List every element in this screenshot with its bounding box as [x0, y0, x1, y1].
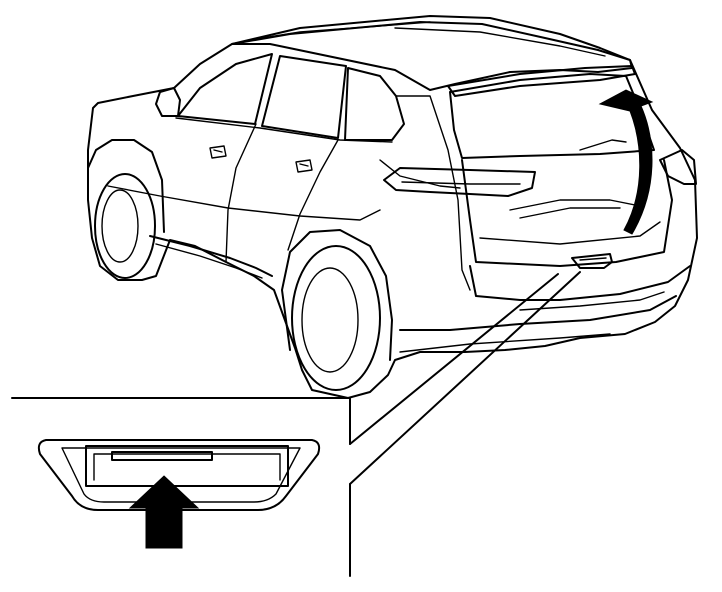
opener-switch-recess-depth [93, 453, 281, 481]
up-arrow-icon [128, 475, 200, 549]
rear-spoiler [447, 65, 636, 97]
door-seam-rear [287, 139, 339, 251]
curved-up-arrow-icon [598, 89, 654, 235]
rear-wheel-rim [301, 267, 359, 373]
rear-wiper [579, 139, 627, 151]
side-mirror [155, 87, 181, 117]
front-door-handle [209, 145, 227, 159]
roof-rail [249, 21, 606, 57]
callout-frame-line [11, 397, 351, 577]
quarter-window [344, 67, 405, 141]
opener-switch-recess [85, 445, 289, 487]
door-seam-front [225, 123, 257, 263]
front-wheel-rim [101, 189, 139, 263]
liftgate-opener-location [571, 253, 613, 269]
left-tail-lamp [383, 167, 536, 197]
front-door-window [177, 53, 273, 125]
rear-bumper [469, 265, 691, 301]
liftgate-panel [461, 159, 673, 267]
rear-bumper-skid-plate [519, 291, 665, 311]
liftgate-license-recess [479, 221, 661, 245]
rear-door-window [261, 55, 347, 139]
opener-switch-bezel-inner [61, 447, 301, 503]
rocker-panel [149, 235, 273, 277]
rear-wheel-arch [281, 229, 393, 361]
tail-lamp-center-bar [509, 199, 641, 219]
roof-panel [231, 15, 633, 91]
leader-line-lower [349, 271, 581, 485]
c-pillar-line [379, 159, 461, 189]
body-side-character-line [107, 185, 381, 221]
rear-bumper-lower [399, 295, 677, 331]
window-belt-line [175, 117, 393, 143]
rear-wheel-tire [291, 245, 381, 391]
callout-frame [11, 271, 581, 577]
opener-switch-detail [37, 439, 321, 549]
opener-switch-bezel [37, 439, 321, 511]
rocker-panel-lower [155, 243, 263, 279]
rear-quarter-panel [395, 95, 471, 291]
vehicle-body-outline [87, 21, 698, 399]
front-wheel-arch [87, 139, 165, 233]
opener-switch-button [111, 451, 213, 461]
rear-door-handle [295, 159, 313, 173]
leader-line-upper [349, 273, 559, 445]
front-wheel-tire [94, 173, 156, 279]
left-tail-lamp-inner [401, 181, 521, 185]
vehicle-illustration [87, 15, 698, 399]
rear-window [449, 73, 655, 159]
liftgate-opener-location-inner [579, 257, 607, 261]
rear-underbody [399, 333, 611, 353]
